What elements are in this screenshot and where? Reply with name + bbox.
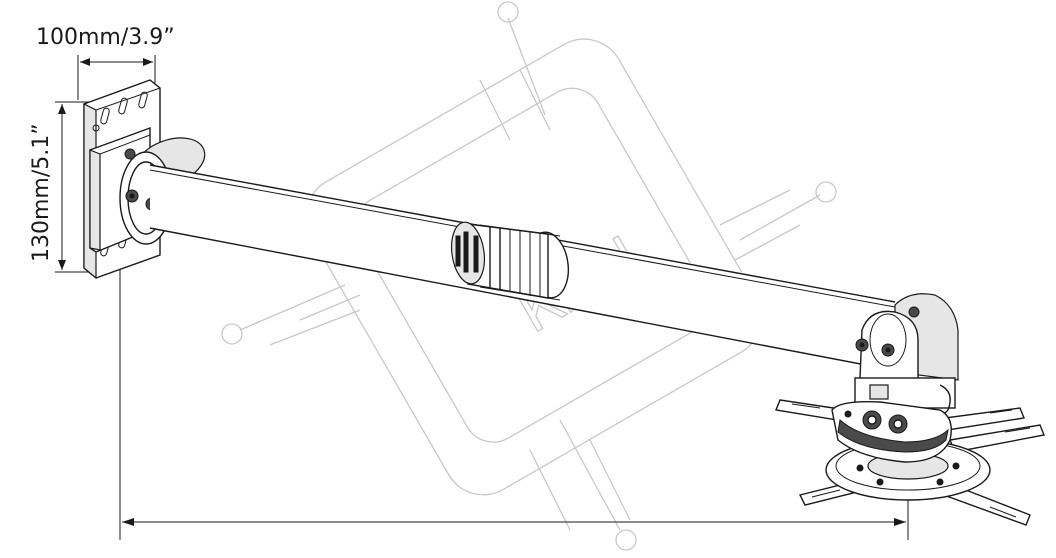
width-dimension: 100mm/3.9” — [36, 25, 175, 100]
height-dimension: 130mm/5.1” — [29, 101, 92, 273]
projector-spider-mount — [775, 399, 1045, 526]
height-dimension-label: 130mm/5.1” — [29, 123, 54, 262]
adjustment-collar — [450, 221, 570, 301]
width-dimension-label: 100mm/3.9” — [36, 25, 175, 50]
length-dimension — [119, 268, 909, 540]
